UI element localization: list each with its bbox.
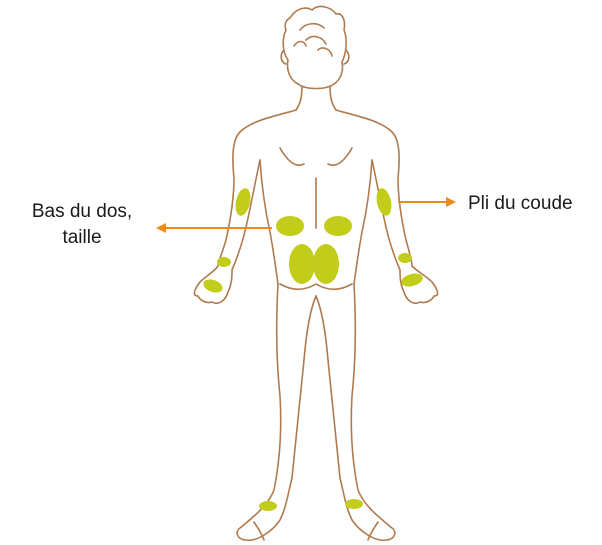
right-shoulder-blade — [328, 148, 352, 165]
hair-strand — [306, 37, 326, 44]
hair-strand — [294, 42, 306, 47]
hair-strand — [318, 48, 332, 56]
gluteal-fold — [280, 284, 352, 289]
left-ankle-spot — [259, 501, 277, 511]
right-hand-spot — [400, 271, 424, 288]
left-lower-back-spot — [276, 216, 304, 236]
label-lower-back: Bas du dos, taille — [12, 199, 152, 251]
right-ankle-spot — [345, 499, 363, 509]
left-wrist-spot — [217, 257, 231, 267]
left-shoulder-blade — [280, 148, 304, 165]
right-wrist-spot — [398, 253, 412, 263]
neck-right — [330, 86, 336, 110]
left-leg-outline — [237, 284, 316, 540]
head-outline — [283, 7, 346, 89]
affected-areas — [202, 187, 425, 511]
right-buttock-spot — [313, 244, 339, 284]
label-lower-back-line1: Bas du dos, — [12, 199, 152, 225]
left-buttock-spot — [289, 244, 315, 284]
neck-left — [296, 86, 302, 110]
right-elbow-crease-spot — [374, 187, 394, 217]
hair-strand — [300, 24, 324, 30]
label-elbow-crease: Pli du coude — [468, 191, 602, 217]
left-hand-spot — [202, 277, 225, 295]
torso-right — [354, 160, 372, 284]
label-lower-back-line2: taille — [12, 225, 152, 251]
right-lower-back-spot — [324, 216, 352, 236]
torso-left — [260, 160, 278, 284]
